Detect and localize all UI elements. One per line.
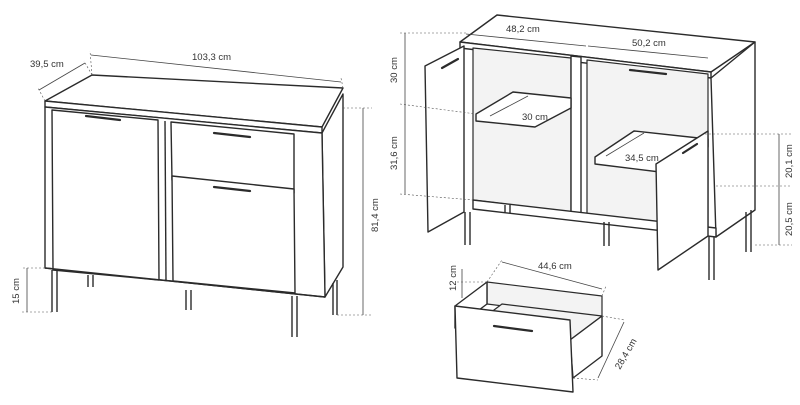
open-right-door-handle bbox=[681, 142, 699, 155]
drawer-height-label: 12 cm bbox=[448, 265, 459, 291]
drawer-view bbox=[454, 281, 603, 393]
left-inner-dim-line bbox=[465, 33, 587, 47]
open-left-door-handle bbox=[440, 57, 460, 70]
width-dim-line bbox=[90, 54, 342, 83]
shelf-depth-dim-line bbox=[489, 95, 529, 117]
front-divider bbox=[164, 120, 167, 282]
right-shelf-dim-line bbox=[605, 132, 645, 157]
open-cabinet-dimensions: 48,2 cm 50,2 cm 30 cm 31,6 cm 30 cm 34,5… bbox=[389, 24, 795, 246]
left-compartment-back bbox=[472, 47, 572, 213]
width-ext-b bbox=[340, 77, 344, 89]
shelf-depth-label: 30 cm bbox=[522, 112, 548, 123]
drawer-handle bbox=[212, 131, 252, 139]
right-door-handle bbox=[212, 185, 252, 193]
width-label: 103,3 cm bbox=[192, 52, 231, 63]
open-right-door bbox=[655, 130, 709, 271]
right-door bbox=[171, 175, 296, 294]
drawer-depth-ext-a bbox=[601, 315, 626, 321]
left-door-handle bbox=[84, 114, 122, 122]
width-ext-a bbox=[89, 50, 93, 76]
depth-dim-line bbox=[38, 62, 86, 91]
drawer-front-panel bbox=[454, 305, 574, 393]
depth-label: 39,5 cm bbox=[30, 59, 64, 70]
drawer-width-dim-line bbox=[501, 261, 603, 290]
cabinet-side bbox=[321, 93, 344, 298]
bottom-rail bbox=[44, 267, 326, 298]
depth-ext-b bbox=[83, 60, 93, 76]
drawer-depth-label: 28,4 cm bbox=[613, 337, 639, 372]
drawer-width-label: 44,6 cm bbox=[538, 261, 572, 272]
open-side bbox=[710, 41, 756, 238]
drawer-depth-dim-line bbox=[597, 321, 625, 379]
height-label: 81,4 cm bbox=[370, 198, 381, 232]
leg-height-label: 15 cm bbox=[11, 278, 22, 304]
open-bottom bbox=[472, 199, 717, 238]
right-upper-space-label: 20,1 cm bbox=[784, 144, 795, 178]
drawer-front-handle bbox=[492, 324, 534, 333]
right-inner-width-label: 50,2 cm bbox=[632, 38, 666, 49]
upper-ext-b bbox=[399, 103, 477, 115]
upper-handle bbox=[628, 68, 668, 76]
right-inner-dim-line bbox=[587, 45, 709, 59]
right-shelf-depth-label: 34,5 cm bbox=[625, 153, 659, 164]
drawer-width-ext-b bbox=[601, 285, 607, 297]
open-divider bbox=[570, 55, 582, 216]
left-inner-width-label: 48,2 cm bbox=[506, 24, 540, 35]
drawer-depth-ext-b bbox=[572, 377, 599, 381]
left-shelf bbox=[475, 91, 572, 128]
lower-ext-b bbox=[399, 193, 474, 201]
right-lower-space-label: 20,5 cm bbox=[784, 202, 795, 236]
lower-space-label: 31,6 cm bbox=[389, 136, 400, 170]
closed-cabinet-dimensions: 39,5 cm 103,3 cm 81,4 cm 15 cm bbox=[11, 50, 381, 316]
upper-space-label: 30 cm bbox=[389, 57, 400, 83]
left-door bbox=[51, 109, 160, 281]
drawer-width-ext-a bbox=[486, 259, 503, 283]
open-cabinet bbox=[424, 14, 756, 280]
closed-cabinet bbox=[44, 74, 344, 337]
open-left-door bbox=[424, 45, 465, 233]
